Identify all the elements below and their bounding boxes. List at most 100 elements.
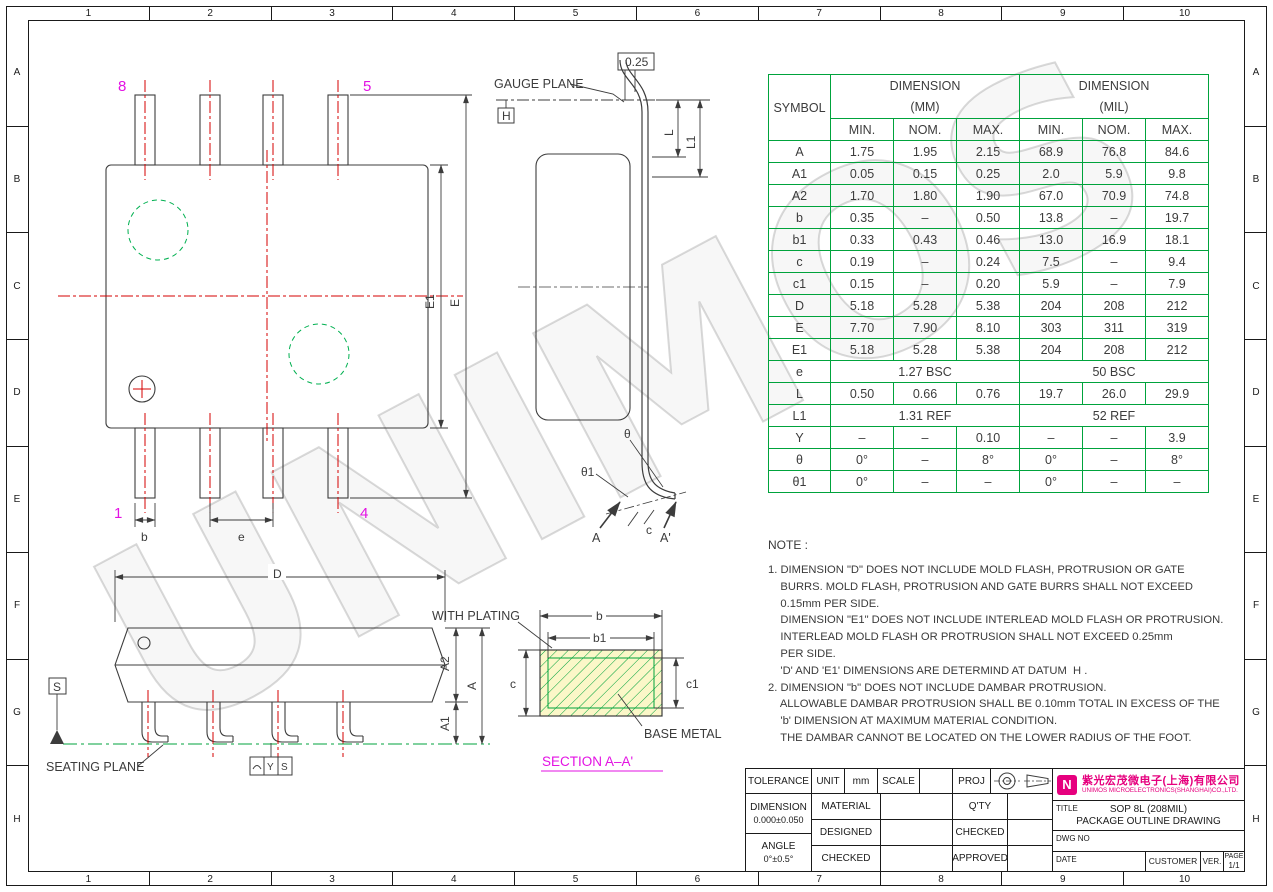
table-header-symbol: SYMBOL: [768, 74, 831, 141]
gauge-plane-label: GAUGE PLANE: [494, 77, 584, 91]
dim-value: 7.90: [893, 316, 957, 339]
grid-col-label: 7: [757, 872, 880, 886]
dim-value: –: [893, 272, 957, 295]
datum-s-label: S: [53, 680, 61, 694]
grid-row-label: H: [1245, 765, 1267, 872]
notes-title: NOTE :: [768, 538, 809, 552]
dim-symbol: c: [768, 250, 831, 273]
note-line: PER SIDE.: [768, 647, 836, 660]
dim-symbol: Y: [768, 426, 831, 449]
dim-value: –: [1019, 426, 1083, 449]
ver-cell: VER.: [1200, 851, 1224, 872]
grid-row-label: D: [6, 338, 28, 446]
grid-col-label: 2: [148, 6, 271, 20]
grid-col-label: 8: [879, 6, 1002, 20]
projection-symbols: [993, 772, 1051, 790]
L-dimensions: [652, 99, 710, 178]
with-plating-label: WITH PLATING: [432, 609, 520, 623]
with-plating-leader: [517, 621, 553, 649]
dim-D-label-bg: [268, 564, 286, 580]
table-header-mm-title: DIMENSION: [830, 74, 1020, 97]
dim-A1-label: A1: [438, 716, 452, 731]
projection-circle-icon: [998, 772, 1015, 790]
dim-value: 5.18: [830, 338, 894, 361]
grid-row-label: G: [6, 658, 28, 766]
datum-h-label: H: [502, 109, 511, 123]
mold-detail-circles: [127, 199, 350, 385]
material-value-cell: [880, 793, 953, 820]
grid-row-label: A: [1252, 67, 1260, 79]
dim-value: –: [1082, 426, 1146, 449]
dim-D-label: D: [273, 567, 282, 581]
dim-value: 1.80: [893, 184, 957, 207]
dim-value: 212: [1145, 294, 1209, 317]
scale-value-cell: [919, 768, 953, 794]
dim-value: 0.25: [956, 162, 1020, 185]
dim-value: 7.5: [1019, 250, 1083, 273]
dim-value: 19.7: [1145, 206, 1209, 229]
dim-value: 5.38: [956, 294, 1020, 317]
grid-col-label: 4: [392, 872, 514, 886]
date-cell: DATE: [1052, 851, 1146, 872]
dim-value: –: [893, 426, 957, 449]
notes-block: NOTE : 1. DIMENSION "D" DOES NOT INCLUDE…: [768, 538, 1246, 747]
dim-value: 204: [1019, 338, 1083, 361]
grid-col-label: 9: [1001, 872, 1123, 886]
note-line: ALLOWABLE DAMBAR PROTRUSION SHALL BE 0.1…: [768, 698, 1220, 711]
dim-value: 0.50: [956, 206, 1020, 229]
dim-value: 208: [1082, 294, 1146, 317]
grid-col-label: 2: [148, 872, 271, 886]
dimension-tolerance-value: 0.000±0.050: [753, 814, 804, 825]
dim-value: –: [1082, 206, 1146, 229]
dim-symbol: θ1: [768, 470, 831, 493]
table-col-max-mm: MAX.: [956, 118, 1020, 141]
grid-col-label: 1: [85, 7, 92, 19]
table-col-nom-mil: NOM.: [1082, 118, 1146, 141]
designed-label-cell: DESIGNED: [811, 819, 881, 846]
sec-dim-b-label: b: [596, 609, 603, 623]
angle-tolerance-value: 0°±0.5°: [763, 853, 794, 864]
note-line: BURRS. MOLD FLASH, PROTRUSION AND GATE B…: [768, 580, 1193, 593]
base-metal-label: BASE METAL: [644, 727, 722, 741]
dim-value: 0.24: [956, 250, 1020, 273]
grid-col-label: 8: [879, 872, 1002, 886]
datum-h-flag: H: [497, 100, 515, 124]
table-col-min-mil: MIN.: [1019, 118, 1083, 141]
height-dimensions: [445, 627, 490, 745]
dim-value: –: [893, 470, 957, 493]
package-side-view: D S: [46, 564, 490, 776]
title-label: TITLE: [1056, 804, 1078, 813]
grid-row-label: G: [1245, 658, 1267, 766]
dim-value: 0.46: [956, 228, 1020, 251]
dim-symbol: D: [768, 294, 831, 317]
dim-value: 68.9: [1019, 140, 1083, 163]
dim-value: 0.43: [893, 228, 957, 251]
dim-value: 0°: [830, 448, 894, 471]
grid-row-label: B: [1245, 125, 1267, 233]
grid-row-label: H: [6, 765, 28, 872]
dim-theta1-label: θ1: [581, 465, 595, 479]
dim-value-span-mil: 52 REF: [1019, 404, 1209, 427]
dim-value: –: [893, 206, 957, 229]
section-cut: [599, 491, 687, 529]
tolerance-label-cell: TOLERANCE: [745, 768, 812, 794]
dim-b-bg: [592, 608, 606, 622]
grid-col-label: 5: [514, 872, 636, 886]
dim-value: –: [893, 250, 957, 273]
dim-symbol: b1: [768, 228, 831, 251]
dim-E1-label: E1: [423, 294, 437, 309]
dim-value: 8°: [956, 448, 1020, 471]
dim-value: –: [956, 470, 1020, 493]
pin1-indicator: [128, 375, 156, 403]
material-label-cell: MATERIAL: [811, 793, 881, 820]
grid-col-label: 1: [85, 873, 92, 885]
table-header-mil-sub: (MIL): [1019, 96, 1209, 119]
dim-value: 208: [1082, 338, 1146, 361]
dim-025-label: 0.25: [625, 55, 649, 69]
